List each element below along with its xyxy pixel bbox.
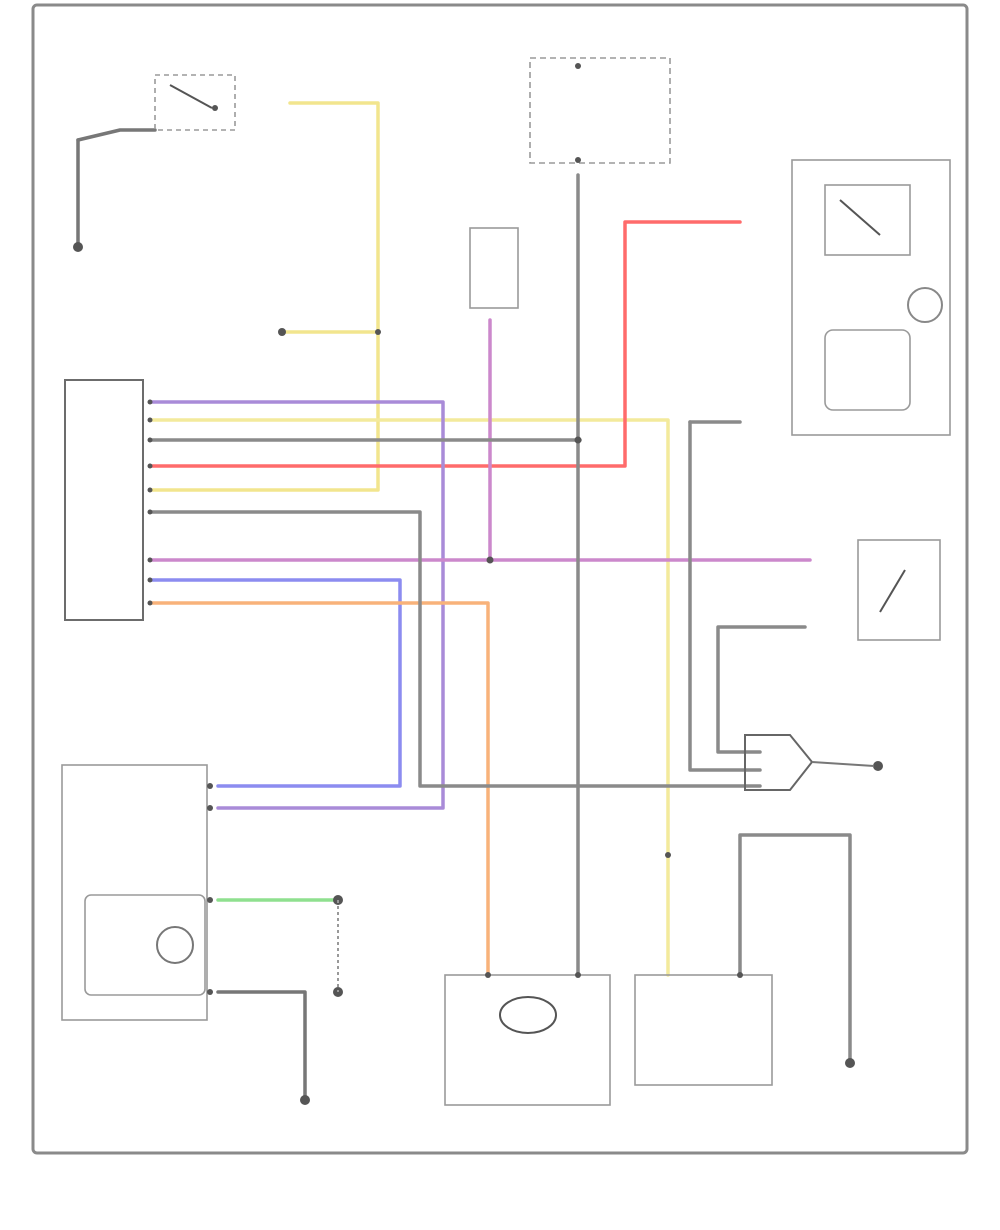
fuse-box-outline: [529, 57, 671, 164]
wire-gray-e: [688, 420, 762, 772]
gate-connector: [744, 734, 883, 791]
yellow-splice-node: [375, 329, 381, 335]
mode-switch-box: [857, 539, 941, 641]
indicator-lamp-module: [61, 764, 213, 1021]
yellow-splice: [278, 328, 381, 336]
gate-output-node: [873, 761, 883, 771]
ground-bottom-right: [845, 1058, 855, 1068]
wire-purple-upper: [150, 400, 445, 810]
wire-yellow-switch: [150, 101, 380, 492]
control-module-pins: [147, 399, 153, 606]
wire-yellow-sensor: [150, 418, 670, 977]
fuse-box: [529, 57, 671, 164]
fluid-temp-sensor: [333, 895, 343, 997]
pn-switch-box: [154, 74, 236, 131]
center-unit: [469, 227, 519, 309]
wire-switch-feed: [76, 128, 157, 142]
combination-meter: [444, 974, 611, 1106]
wire-gray-b: [150, 510, 762, 788]
fuse-bottom-pin: [575, 157, 581, 163]
cm-pin-3: [147, 437, 153, 443]
splice-gray-440: [574, 436, 582, 444]
cm-pin-1: [147, 399, 153, 405]
combination-meter-gauge: [499, 996, 557, 1034]
indicator-lamp-box: [61, 764, 208, 1021]
cm-pin-5: [147, 487, 153, 493]
wire-gray-g: [738, 833, 852, 1062]
wire-gray-f: [716, 625, 807, 754]
cm-pin-4: [147, 463, 153, 469]
meter-pin-orange: [485, 972, 491, 978]
indicator-lamp-inner: [84, 894, 206, 996]
fuse-top-pin: [575, 63, 581, 69]
wire-orange: [150, 601, 490, 977]
mode-switch-blade: [879, 569, 906, 613]
ground-bottom-right-dot: [845, 1058, 855, 1068]
mode-switch: [857, 539, 941, 641]
solenoid-valve-box: [824, 329, 911, 411]
solenoid-assembly: [791, 159, 951, 436]
control-module: [64, 379, 153, 621]
wires: [76, 101, 852, 1097]
cm-pin-6: [147, 509, 153, 515]
cm-pin-7: [147, 557, 153, 563]
center-unit-box: [469, 227, 519, 309]
solenoid-outer-box: [791, 159, 951, 436]
gate-shape: [744, 734, 814, 791]
pressure-switch-box: [824, 184, 911, 256]
ground-bottom-left: [300, 1095, 310, 1105]
lamp-pin-1: [207, 783, 213, 789]
cm-pin-8: [147, 577, 153, 583]
cm-pin-9: [147, 600, 153, 606]
meter-pin-gray: [575, 972, 581, 978]
sensor-pin-gray: [737, 972, 743, 978]
combination-meter-box: [444, 974, 611, 1106]
pn-switch-blade: [169, 84, 213, 109]
lamp-pin-3: [207, 897, 213, 903]
diagram-frame: [31, 3, 969, 1155]
sensor-pin-yellow: [665, 852, 671, 858]
park-neutral-switch: [154, 74, 236, 131]
indicator-lamp-bulb: [156, 926, 194, 964]
pn-switch-contact: [212, 105, 218, 111]
speed-sensor-box: [634, 974, 773, 1086]
lamp-pin-2: [207, 805, 213, 811]
pressure-switch-blade: [839, 199, 881, 236]
wire-dark-lamp: [216, 990, 307, 1097]
wire-red: [150, 220, 742, 468]
ground-top-left: [73, 242, 83, 252]
speed-sensor: [634, 974, 773, 1086]
cm-pin-2: [147, 417, 153, 423]
yellow-splice-end: [278, 328, 286, 336]
control-module-box: [64, 379, 144, 621]
gate-output-wire: [811, 761, 875, 767]
lamp-pin-4: [207, 989, 213, 995]
ground-top-left-dot: [73, 242, 83, 252]
solenoid-coil: [907, 287, 943, 323]
wire-blue: [150, 578, 402, 788]
splice-magenta: [486, 556, 494, 564]
ground-bottom-left-dot: [300, 1095, 310, 1105]
